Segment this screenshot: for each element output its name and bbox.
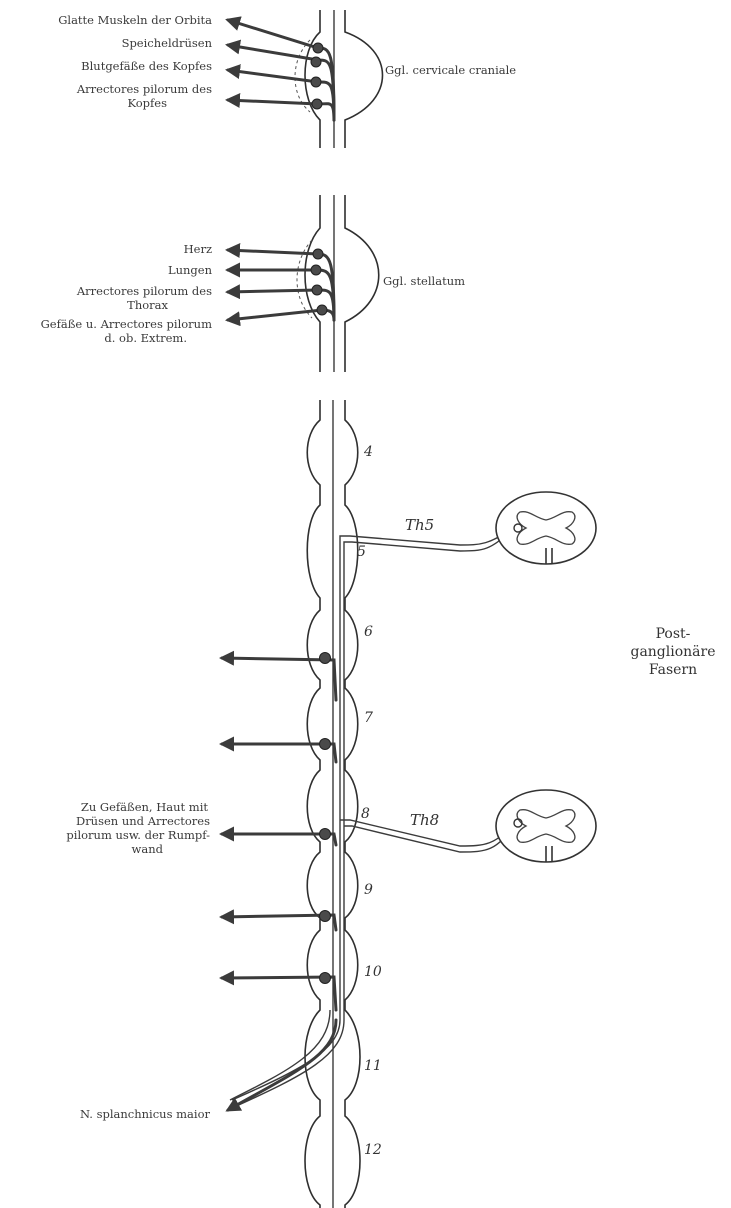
label-th8: Th8 (410, 811, 439, 829)
label-herz: Herz (184, 242, 212, 256)
label-post-1: Post- (656, 626, 691, 642)
label-speicheldruesen: Speicheldrüsen (122, 36, 213, 50)
label-arrectores-thorax-1: Arrectores pilorum des (76, 284, 212, 298)
label-splanchnicus: N. splanchnicus maior (80, 1107, 211, 1121)
label-arrectores-kopf-2: Kopfes (127, 96, 167, 110)
stellate-ganglion (228, 195, 379, 372)
segment-8: 8 (361, 806, 370, 822)
label-ggl-stellatum: Ggl. stellatum (383, 274, 465, 288)
label-rumpfwand-1: Zu Gefäßen, Haut mit (81, 800, 209, 814)
label-blutgefaesse-kopf: Blutgefäße des Kopfes (81, 59, 212, 73)
label-rumpfwand-3: pilorum usw. der Rumpf- (66, 828, 210, 842)
label-arrectores-thorax-2: Thorax (127, 298, 168, 312)
segment-7: 7 (364, 710, 373, 726)
label-th5: Th5 (405, 516, 434, 534)
label-gefaesse-extrem-1: Gefäße u. Arrectores pilorum (41, 317, 212, 331)
segment-12: 12 (364, 1142, 382, 1158)
spinal-cord-th8 (496, 790, 596, 862)
spinal-cord-th5 (496, 492, 596, 564)
label-post-2: ganglionäre (630, 644, 715, 660)
label-lungen: Lungen (168, 263, 213, 277)
label-rumpfwand-2: Drüsen und Arrectores (76, 814, 210, 828)
segment-10: 10 (364, 964, 382, 980)
segment-9: 9 (364, 882, 373, 898)
segment-4: 4 (363, 444, 373, 460)
label-arrectores-kopf-1: Arrectores pilorum des (76, 82, 212, 96)
label-gefaesse-extrem-2: d. ob. Extrem. (104, 331, 187, 345)
segment-6: 6 (364, 624, 373, 640)
label-ggl-cervicale: Ggl. cervicale craniale (385, 63, 516, 77)
thoracic-chain (222, 400, 515, 1208)
label-post-3: Fasern (649, 662, 697, 678)
label-rumpfwand-4: wand (132, 842, 164, 856)
label-orbita: Glatte Muskeln der Orbita (58, 13, 212, 27)
segment-5: 5 (357, 544, 366, 560)
segment-11: 11 (364, 1058, 382, 1074)
cervical-ganglion (228, 10, 383, 148)
